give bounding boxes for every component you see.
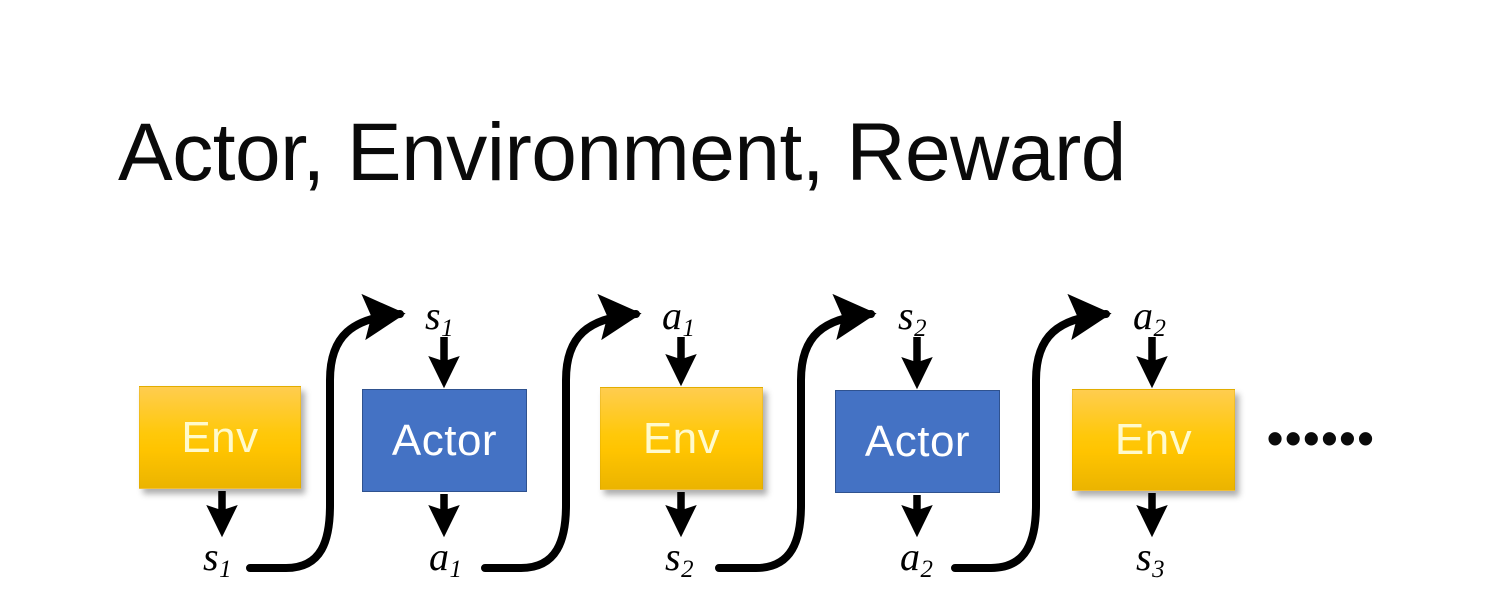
node-label: Actor <box>864 416 971 466</box>
output-label-a2: a2 <box>900 537 933 583</box>
symbol-base: s <box>203 534 219 579</box>
symbol-base: a <box>1133 293 1153 338</box>
curve-s2 <box>715 293 877 572</box>
node-actor-2[interactable]: Actor <box>835 390 1000 493</box>
symbol-subscript: 2 <box>920 555 933 583</box>
symbol-base: a <box>429 534 449 579</box>
symbol-base: s <box>898 293 914 338</box>
node-label: Env <box>642 413 721 463</box>
node-env-1[interactable]: Env <box>139 386 301 489</box>
input-label-s1: s1 <box>425 296 453 342</box>
symbol-subscript: 2 <box>1153 314 1166 342</box>
symbol-subscript: 2 <box>681 555 694 583</box>
node-actor-1[interactable]: Actor <box>362 389 527 492</box>
node-label: Env <box>181 412 259 462</box>
symbol-base: s <box>1136 534 1152 579</box>
node-label: Env <box>1114 415 1193 464</box>
down-arrows-into-nodes <box>428 337 1168 390</box>
input-label-a1: a1 <box>662 296 695 342</box>
symbol-base: a <box>662 293 682 338</box>
output-label-a1: a1 <box>429 537 462 583</box>
symbol-subscript: 1 <box>219 555 232 583</box>
down-arrows-out-of-nodes <box>206 491 1168 538</box>
output-label-s1: s1 <box>203 537 231 583</box>
node-env-2[interactable]: Env <box>600 387 763 490</box>
symbol-subscript: 1 <box>449 555 462 583</box>
node-env-3[interactable]: Env <box>1072 389 1235 491</box>
node-label: Actor <box>391 415 498 465</box>
ellipsis-continuation: •••••• <box>1267 412 1376 464</box>
symbol-subscript: 2 <box>914 314 927 342</box>
symbol-subscript: 3 <box>1152 555 1165 583</box>
input-label-a2: a2 <box>1133 296 1166 342</box>
curve-a1 <box>481 293 642 572</box>
symbol-subscript: 1 <box>682 314 695 342</box>
symbol-base: s <box>425 293 441 338</box>
curve-a2 <box>951 293 1112 572</box>
symbol-subscript: 1 <box>441 314 454 342</box>
output-label-s3: s3 <box>1136 537 1164 583</box>
output-label-s2: s2 <box>665 537 693 583</box>
page-title: Actor, Environment, Reward <box>118 107 1126 198</box>
curve-s1 <box>246 293 406 572</box>
symbol-base: a <box>900 534 920 579</box>
input-label-s2: s2 <box>898 296 926 342</box>
symbol-base: s <box>665 534 681 579</box>
